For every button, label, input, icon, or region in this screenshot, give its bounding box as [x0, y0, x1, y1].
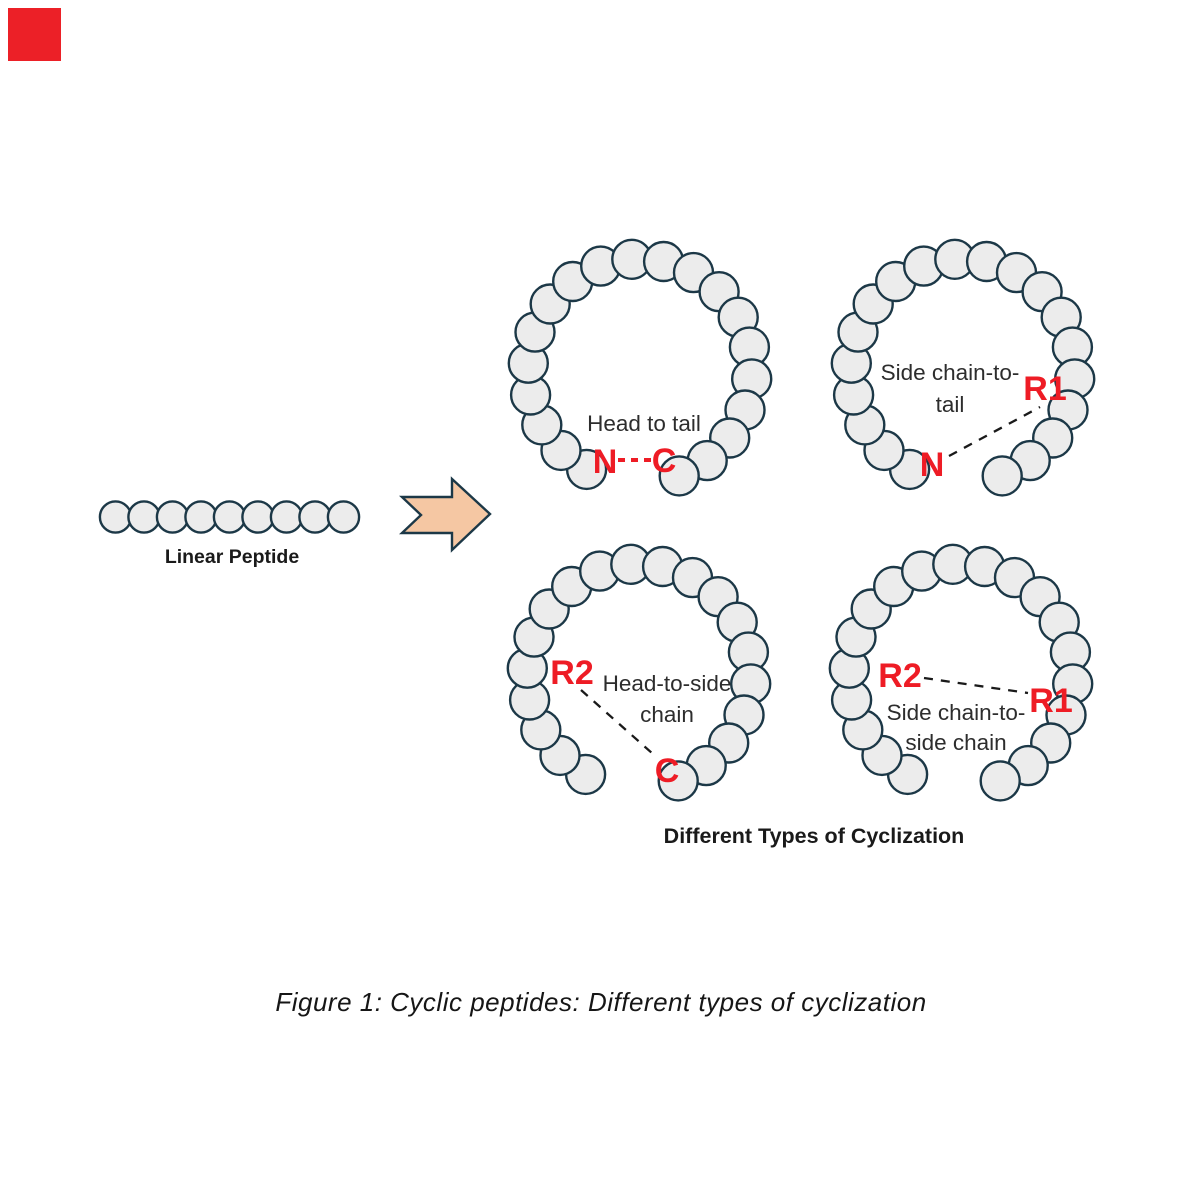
n-terminus-label: N — [920, 446, 945, 484]
side-chain-to-tail-bond — [948, 405, 1041, 458]
ring-label-side-chain-to-side-chain: Side chain-to- — [887, 700, 1026, 725]
r1-side-chain-label: R1 — [1023, 370, 1066, 408]
peptide-residue — [241, 500, 275, 534]
ring-label-head-to-tail: Head to tail — [587, 411, 701, 436]
peptide-residue — [979, 760, 1021, 802]
ring-head-to-side-chain: Head-to-side chain R2C — [506, 543, 772, 802]
figure-caption: Figure 1: Cyclic peptides: Different typ… — [275, 987, 926, 1017]
peptide-residue — [326, 500, 361, 534]
ring-side-chain-to-tail: Side chain-to-tail R1N — [830, 238, 1096, 497]
peptide-residue — [981, 455, 1023, 497]
peptide-residue — [298, 500, 332, 534]
peptide-residue — [184, 500, 218, 534]
peptide-residue — [127, 500, 161, 534]
n-terminus-label: N — [593, 443, 618, 481]
ring-label-side-chain-to-side-chain: side chain — [905, 730, 1006, 755]
peptide-residue — [657, 760, 699, 802]
ring-label-head-to-side-chain: chain — [640, 702, 694, 727]
r2-side-chain-label: R2 — [550, 654, 593, 692]
side-chain-to-side-chain-bond — [923, 676, 1029, 695]
c-terminus-label: C — [652, 442, 677, 480]
ring-label-side-chain-to-tail: Side chain-to- — [881, 360, 1020, 385]
right-arrow-icon — [398, 476, 492, 553]
peptide-residue — [269, 500, 304, 534]
r2-side-chain-label: R2 — [878, 657, 921, 695]
ring-label-side-chain-to-tail: tail — [936, 392, 965, 417]
red-corner-marker — [8, 8, 61, 61]
r1-side-chain-label: R1 — [1029, 682, 1072, 720]
peptide-residue — [155, 500, 190, 534]
diagram-title: Different Types of Cyclization — [664, 824, 965, 848]
linear-peptide-label: Linear Peptide — [165, 546, 300, 568]
linear-peptide-chain — [98, 500, 361, 534]
peptide-residue — [98, 500, 133, 534]
ring-label-head-to-side-chain: Head-to-side — [603, 671, 732, 696]
c-terminus-label: C — [655, 752, 680, 790]
peptide-residue — [658, 455, 700, 497]
peptide-residue — [212, 500, 247, 534]
